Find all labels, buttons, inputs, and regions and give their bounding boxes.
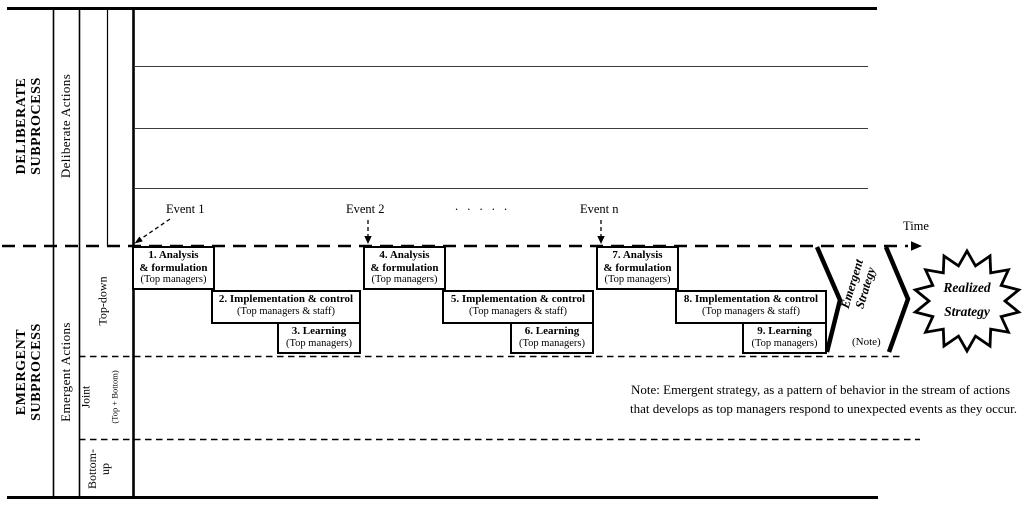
- deliberate-actions-label: Deliberate Actions: [57, 73, 73, 179]
- joint-label-main: Joint: [80, 385, 93, 409]
- note-text-line-1: Note: Emergent strategy, as a pattern of…: [631, 382, 1011, 397]
- event-2-arrowhead: [364, 236, 372, 244]
- process-box-8-title: 8. Implementation & control: [683, 293, 819, 305]
- event-n-label: Event n: [580, 202, 619, 216]
- process-box-8: 8. Implementation & control (Top manager…: [675, 290, 827, 324]
- row-label-top-down: Top-down: [95, 276, 110, 326]
- process-box-8-subtitle: (Top managers & staff): [702, 305, 800, 317]
- process-box-2: 2. Implementation & control (Top manager…: [211, 290, 361, 324]
- process-box-2-subtitle: (Top managers & staff): [237, 305, 335, 317]
- process-box-9: 9. Learning (Top managers): [742, 322, 827, 354]
- emergent-subprocess-label: EMERGENT SUBPROCESS: [13, 323, 44, 421]
- time-label: Time: [903, 219, 929, 233]
- realized-strategy-label: Realized Strategy: [943, 280, 991, 319]
- row-label-joint: Joint (Top + Bottom): [63, 370, 136, 423]
- process-box-7-subtitle: (Top managers): [604, 274, 671, 286]
- emergent-strategy-chevron-2: [883, 246, 911, 353]
- event-n-arrowhead: [597, 236, 605, 244]
- process-box-5: 5. Implementation & control (Top manager…: [442, 290, 594, 324]
- process-box-7: 7. Analysis & formulation (Top managers): [596, 246, 679, 290]
- process-box-7-title: 7. Analysis & formulation: [603, 249, 672, 274]
- process-box-6-title: 6. Learning: [524, 325, 580, 337]
- event-1-arrowhead: [134, 236, 143, 244]
- process-box-9-subtitle: (Top managers): [751, 337, 818, 349]
- joint-label-sub: (Top + Bottom): [109, 370, 120, 424]
- process-box-3-title: 3. Learning: [291, 325, 347, 337]
- process-box-4-subtitle: (Top managers): [371, 274, 438, 286]
- event-1-label: Event 1: [166, 202, 205, 216]
- process-box-1-subtitle: (Top managers): [140, 274, 207, 286]
- process-box-6: 6. Learning (Top managers): [510, 322, 594, 354]
- process-box-6-subtitle: (Top managers): [518, 337, 586, 349]
- process-box-3: 3. Learning (Top managers): [277, 322, 361, 354]
- emergent-strategy-chevron-1: [814, 246, 843, 353]
- process-box-4: 4. Analysis & formulation (Top managers): [363, 246, 446, 290]
- time-axis-arrowhead: [911, 241, 922, 251]
- process-box-1-title: 1. Analysis & formulation: [139, 249, 208, 274]
- note-reference-label: (Note): [852, 336, 881, 348]
- event-ellipsis: . . . . .: [455, 199, 511, 213]
- event-2-label: Event 2: [346, 202, 385, 216]
- process-box-5-title: 5. Implementation & control: [450, 293, 586, 305]
- process-box-9-title: 9. Learning: [757, 325, 812, 337]
- realized-strategy-starburst: [912, 248, 1022, 354]
- deliberate-subprocess-label: DELIBERATE SUBPROCESS: [13, 77, 44, 175]
- process-box-5-subtitle: (Top managers & staff): [469, 305, 567, 317]
- process-box-2-title: 2. Implementation & control: [218, 293, 354, 305]
- process-box-3-subtitle: (Top managers): [285, 337, 353, 349]
- row-label-bottom-up: Bottom- up: [85, 448, 112, 490]
- event-1-arrow-line: [139, 218, 171, 241]
- process-box-1: 1. Analysis & formulation (Top managers): [132, 246, 215, 290]
- note-text-line-2: that develops as top managers respond to…: [630, 401, 1017, 416]
- process-box-4-title: 4. Analysis & formulation: [370, 249, 439, 274]
